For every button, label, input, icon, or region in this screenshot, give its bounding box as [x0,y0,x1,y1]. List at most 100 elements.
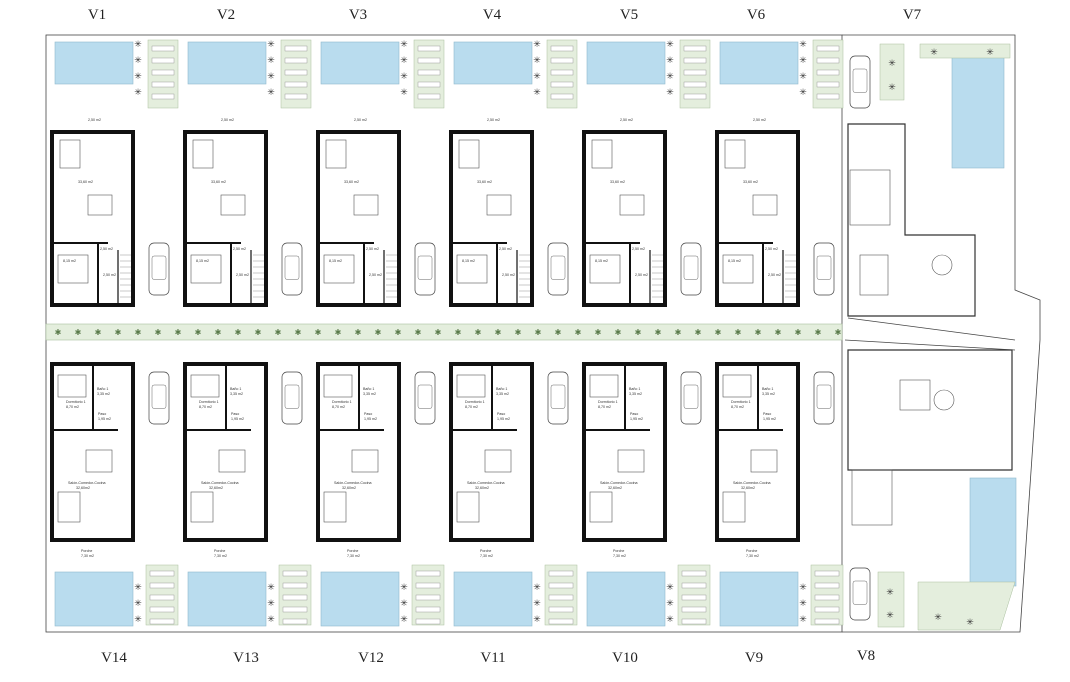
house-walls [50,130,135,307]
palm-icon: ✳ [134,55,142,65]
palm-icon: ✳ [666,87,674,97]
palm-icon: ✳ [533,582,541,592]
car-windows [683,255,699,280]
stepping-stone [816,45,840,52]
sofa [589,491,613,523]
bath-area-label: 3,35 m2 [363,392,376,396]
garden-terrace [917,581,1016,631]
unit-label-v11: V11 [480,650,505,666]
site-base: ✱✱✱✱✱✱✱✱✱✱✱✱✱✱✱✱✱✱✱✱✱✱✱✱✱✱✱✱✱✱✱✱✱✱✱✱✱✱✱✱ [45,34,1041,633]
sofa [190,491,214,523]
palm-icon: ✳ [400,87,408,97]
palm-icon: ✱ [795,328,802,337]
palm-icon: ✱ [555,328,562,337]
pool [453,571,533,627]
bath-area-label: 3,35 m2 [762,392,775,396]
sofa [59,139,81,169]
palm-icon: ✱ [155,328,162,337]
palm-icon: ✱ [115,328,122,337]
bed [57,374,87,398]
palm-icon: ✱ [435,328,442,337]
hall-area-label: 1,95 m2 [497,417,510,421]
car-icon [414,371,436,425]
stepping-stone [548,606,574,613]
palm-icon: ✱ [175,328,182,337]
stepping-stone [683,69,707,76]
palm-icon: ✱ [475,328,482,337]
unit-label-v9: V9 [745,650,763,666]
hall-label: Paso [630,412,638,416]
bedroom-label: Dormitorio 1 [199,400,219,404]
kitchen-island [218,449,246,473]
car-icon [281,371,303,425]
palm-icon: ✳ [134,582,142,592]
porch-label: Porche [81,549,92,553]
unit-label-v1: V1 [88,7,106,23]
car-windows [852,68,868,93]
house-walls [715,362,800,542]
car-icon [849,55,871,109]
stepping-stone [149,606,175,613]
palm-icon: ✳ [888,58,896,68]
kitchen-island [619,194,645,216]
storage-area-label: 2,50 m2 [103,273,116,277]
bedroom-label: Dormitorio 1 [465,400,485,404]
garden-strip [879,43,905,101]
house-walls [449,130,534,307]
hall-label: Paso [497,412,505,416]
bedroom-area-label: 8,15 m2 [595,259,608,263]
stepping-stone [417,93,441,100]
bath-area-label: 2,50 m2 [100,247,113,251]
hall-area-label: 1,95 m2 [630,417,643,421]
bedroom-label: Dormitorio 1 [66,400,86,404]
pool [719,571,799,627]
stepping-stone [683,81,707,88]
stepping-stone [681,570,707,577]
palm-icon: ✳ [799,598,807,608]
stepping-stone [550,69,574,76]
stepping-stone [151,93,175,100]
stepping-stone [149,618,175,625]
stepping-stone [284,69,308,76]
palm-icon: ✱ [775,328,782,337]
terrace-area-label: 2,50 m2 [88,118,101,122]
pool [586,571,666,627]
bedroom-area-label: 8,70 m2 [731,405,744,409]
living-area-label: 33,60 m2 [211,180,226,184]
palm-icon: ✱ [755,328,762,337]
palm-icon: ✳ [134,71,142,81]
car-windows [852,580,868,605]
bedroom-label: Dormitorio 1 [731,400,751,404]
house-walls [316,362,401,542]
palm-icon: ✳ [267,582,275,592]
porch-label: Porche [480,549,491,553]
sofa [859,254,889,296]
palm-icon: ✳ [400,582,408,592]
stepping-stone [548,570,574,577]
stepping-stone [282,618,308,625]
sofa [722,491,746,523]
palm-icon: ✳ [400,39,408,49]
palm-icon: ✳ [134,614,142,624]
stepping-stone [417,69,441,76]
hall-area-label: 1,95 m2 [98,417,111,421]
bath-area-label: 3,35 m2 [230,392,243,396]
palm-icon: ✱ [55,328,62,337]
house-walls [183,362,268,542]
living-label: Salón-Comedor-Cocina [600,481,638,485]
walkway-planting [45,323,843,341]
bath-area-label: 2,50 m2 [233,247,246,251]
porch-area-label: 7,30 m2 [347,554,360,558]
living-area-label: 32,60m2 [475,486,489,490]
car-windows [550,255,566,280]
pool [320,41,400,85]
living-area-label: 33,60 m2 [344,180,359,184]
palm-icon: ✳ [533,87,541,97]
kitchen-island [87,194,113,216]
living-area-label: 33,60 m2 [743,180,758,184]
unit-label-v8: V8 [857,648,875,664]
living-label: Salón-Comedor-Cocina [733,481,771,485]
villa-walls [847,349,1013,471]
bath-area-label: 2,50 m2 [366,247,379,251]
